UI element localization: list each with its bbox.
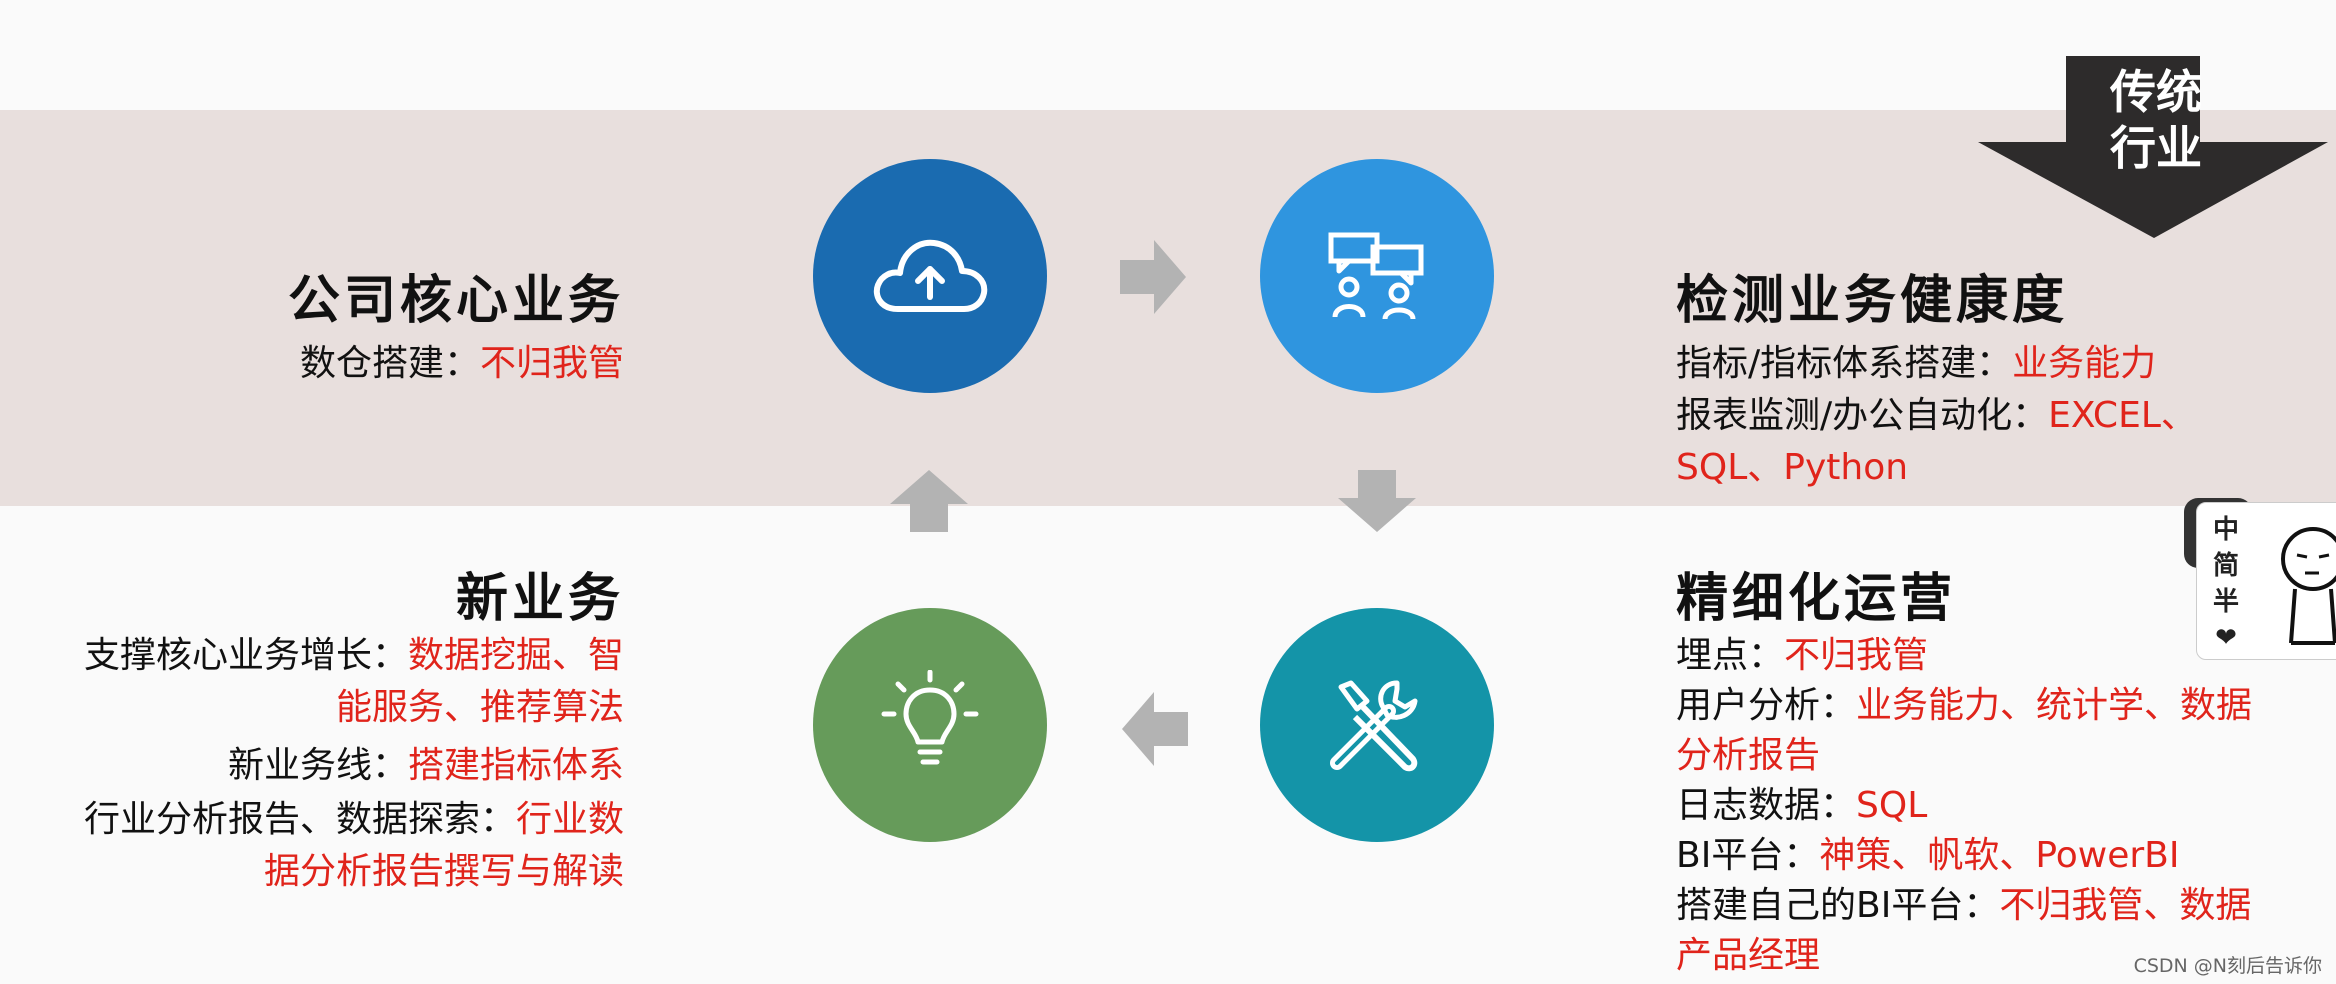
health-line-2: 报表监测/办公自动化：EXCEL、 bbox=[1676, 390, 2197, 442]
new-biz-line-5: 据分析报告撰写与解读 bbox=[263, 851, 624, 892]
core-business-line-1: 数仓搭建：不归我管 bbox=[300, 338, 624, 390]
chat-users-icon bbox=[1328, 232, 1424, 320]
ops-line6-label: 搭建自己的BI平台： bbox=[1676, 885, 2000, 926]
badge-line-1: 传统 bbox=[2110, 65, 2202, 119]
ops-line-6: 搭建自己的BI平台：不归我管、数据 bbox=[1676, 880, 2251, 932]
new-biz-line1-label: 支撑核心业务增长： bbox=[83, 635, 408, 676]
new-biz-line-2: 能服务、推荐算法 bbox=[335, 687, 624, 728]
lightbulb-icon bbox=[881, 670, 979, 765]
ops-line2-label: 用户分析： bbox=[1676, 685, 1857, 726]
new-biz-line4-value: 行业数 bbox=[515, 799, 624, 840]
health-line-1: 指标/指标体系搭建：业务能力 bbox=[1676, 338, 2156, 390]
watermark: CSDN @N刻后告诉你 bbox=[2133, 955, 2322, 977]
cloud-upload-circle bbox=[813, 159, 1047, 393]
core-line1-label: 数仓搭建： bbox=[299, 343, 480, 384]
health-line2-value: EXCEL、 bbox=[2048, 395, 2197, 436]
ops-line2-value: 业务能力、统计学、数据 bbox=[1856, 685, 2253, 726]
sticker-char-2: 简 bbox=[2212, 551, 2239, 581]
sticker-card bbox=[2196, 502, 2336, 660]
core-business-title: 公司核心业务 bbox=[287, 271, 624, 331]
operations-title: 精细化运营 bbox=[1676, 569, 1957, 629]
arrow-down bbox=[1338, 470, 1416, 532]
health-line1-label: 指标/指标体系搭建： bbox=[1676, 343, 2013, 384]
ops-line6-value: 不归我管、数据 bbox=[1999, 885, 2252, 926]
cartoon-person-icon bbox=[2281, 527, 2336, 645]
sticker-text: 中 简 半 ❤ bbox=[2206, 512, 2246, 656]
ops-line-4: 日志数据：SQL bbox=[1676, 780, 1927, 832]
heart-icon: ❤ bbox=[2215, 623, 2237, 653]
badge-label: 传统 行业 bbox=[2104, 64, 2208, 176]
arrow-up bbox=[890, 470, 968, 532]
new-biz-line3-label: 新业务线： bbox=[227, 745, 408, 786]
new-biz-line3-value: 搭建指标体系 bbox=[407, 745, 624, 786]
arrow-right bbox=[1120, 240, 1186, 314]
health-line2-label: 报表监测/办公自动化： bbox=[1676, 395, 2049, 436]
new-biz-line1-value: 数据挖掘、智 bbox=[407, 635, 624, 676]
health-title: 检测业务健康度 bbox=[1676, 271, 2069, 331]
ops-line1-label: 埋点： bbox=[1676, 635, 1785, 676]
chat-users-circle bbox=[1260, 159, 1494, 393]
new-biz-line4-label: 行业分析报告、数据探索： bbox=[83, 799, 516, 840]
cloud-upload-icon bbox=[873, 239, 988, 312]
ops-line5-label: BI平台： bbox=[1676, 835, 1820, 876]
ops-line-2: 用户分析：业务能力、统计学、数据 bbox=[1676, 680, 2252, 732]
ops-line-1: 埋点：不归我管 bbox=[1676, 630, 1928, 682]
wrench-screwdriver-icon bbox=[1330, 680, 1418, 772]
badge-line-2: 行业 bbox=[2110, 121, 2202, 175]
arrow-left bbox=[1122, 692, 1188, 766]
sticker-char-1: 中 bbox=[2212, 515, 2239, 545]
new-business-title: 新业务 bbox=[455, 569, 624, 629]
ops-line4-value: SQL bbox=[1856, 785, 1928, 826]
ops-line-3: 分析报告 bbox=[1676, 735, 1821, 776]
top-band bbox=[0, 110, 2336, 506]
tools-circle bbox=[1260, 608, 1494, 842]
ops-line-7: 产品经理 bbox=[1676, 935, 1821, 976]
ops-line5-value: 神策、帆软、PowerBI bbox=[1819, 835, 2180, 876]
ops-line4-label: 日志数据： bbox=[1676, 785, 1857, 826]
health-line1-value: 业务能力 bbox=[2012, 343, 2157, 384]
new-biz-line-1: 支撑核心业务增长：数据挖掘、智 bbox=[84, 630, 624, 682]
core-line1-value: 不归我管 bbox=[479, 343, 624, 384]
down-arrow-badge bbox=[1978, 56, 2328, 238]
ops-line1-value: 不归我管 bbox=[1784, 635, 1929, 676]
ops-line-5: BI平台：神策、帆软、PowerBI bbox=[1676, 830, 2180, 882]
sticker-char-3: 半 bbox=[2212, 587, 2239, 617]
new-biz-line-4: 行业分析报告、数据探索：行业数 bbox=[84, 794, 624, 846]
lightbulb-circle bbox=[813, 608, 1047, 842]
new-biz-line-3: 新业务线：搭建指标体系 bbox=[228, 740, 624, 792]
health-line-3: SQL、Python bbox=[1676, 447, 1909, 488]
